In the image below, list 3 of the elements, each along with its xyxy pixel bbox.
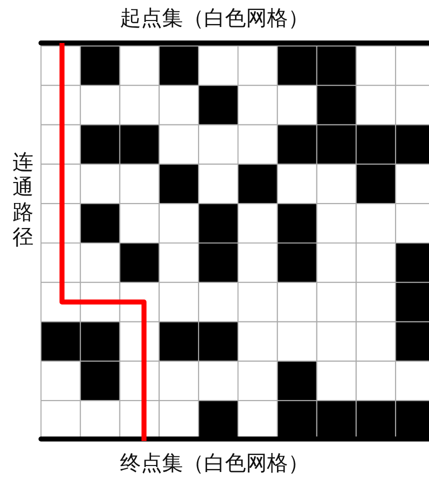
- axis-label: 连通路径: [12, 150, 34, 250]
- caption-label: 起点集（白色网格）: [119, 6, 310, 30]
- caption-label: 终点集（白色网格）: [119, 451, 310, 476]
